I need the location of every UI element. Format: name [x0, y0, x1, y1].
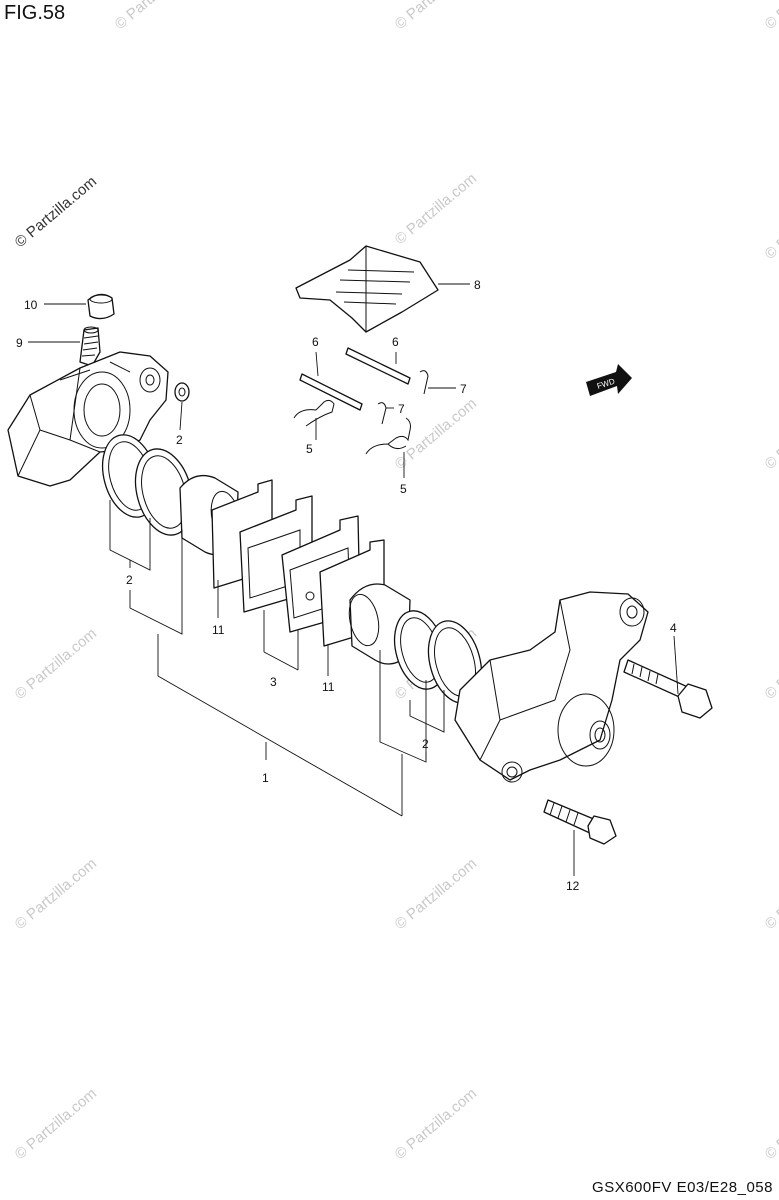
leader-lines [28, 283, 679, 876]
caliper-half-inner[interactable] [454, 591, 649, 783]
part-6-pad-pin-left[interactable] [299, 373, 363, 411]
callout-labels: 10 9 2 8 6 6 7 7 5 5 2 11 3 11 4 2 1 12 [16, 278, 677, 893]
watermark: © Partzilla.com [12, 855, 100, 933]
watermark: © Partzilla.com [762, 1085, 779, 1163]
watermark: © Partzilla.com [392, 1085, 480, 1163]
part-8-pad-spring[interactable] [295, 245, 439, 333]
part-12-mounting-bolt[interactable] [543, 799, 617, 845]
watermark: © Partzilla.com [762, 395, 779, 473]
watermark: © Partzilla.com [762, 855, 779, 933]
callout-1[interactable]: 1 [262, 771, 269, 785]
part-10-bleeder-cap[interactable] [87, 293, 115, 320]
figure-title: FIG.58 [4, 2, 66, 24]
watermark: © Partzilla.com [12, 1085, 100, 1163]
watermark: © Partzilla.com [112, 0, 200, 33]
callout-6-left[interactable]: 6 [312, 335, 319, 349]
callout-2-right[interactable]: 2 [422, 737, 429, 751]
callout-3[interactable]: 3 [270, 675, 277, 689]
callout-5-right[interactable]: 5 [400, 482, 407, 496]
callout-8[interactable]: 8 [474, 278, 481, 292]
caliper-half-outer[interactable] [7, 351, 169, 487]
part-9-bleeder-valve[interactable] [79, 326, 101, 367]
callout-2-seal[interactable]: 2 [176, 433, 183, 447]
callout-4[interactable]: 4 [670, 621, 677, 635]
watermark: © Partzilla.com [762, 625, 779, 703]
callout-11-left[interactable]: 11 [212, 623, 225, 637]
part-2-small-seal[interactable] [174, 382, 190, 402]
callout-6-right[interactable]: 6 [392, 335, 399, 349]
forward-arrow-badge: FWD [586, 364, 632, 396]
watermark: © Partzilla.com [392, 855, 480, 933]
callout-7-lower[interactable]: 7 [398, 402, 405, 416]
part-5-spring-right[interactable] [365, 417, 411, 455]
callout-11-right[interactable]: 11 [322, 680, 335, 694]
watermark: © Partzilla.com [392, 170, 480, 248]
callout-9[interactable]: 9 [16, 336, 23, 350]
part-5-spring-left[interactable] [293, 399, 335, 427]
watermark: © Partzilla.com [762, 0, 779, 33]
watermark: © Partzilla.com [12, 625, 100, 703]
part-4-mounting-bolt[interactable] [623, 659, 713, 719]
watermark: © Partzilla.com [392, 0, 480, 33]
watermark-primary: © Partzilla.com [12, 173, 100, 251]
part-7-clip-upper[interactable] [419, 370, 429, 395]
part-7-clip-lower[interactable] [377, 402, 387, 425]
callout-5-left[interactable]: 5 [306, 442, 313, 456]
watermark: © Partzilla.com [392, 395, 480, 473]
callout-7-upper[interactable]: 7 [460, 382, 467, 396]
watermark: © Partzilla.com [762, 185, 779, 263]
callout-12[interactable]: 12 [566, 879, 580, 893]
callout-10[interactable]: 10 [24, 298, 38, 312]
figure-code: GSX600FV E03/E28_058 [592, 1179, 773, 1196]
part-6-pad-pin-right[interactable] [345, 347, 411, 385]
callout-2-left[interactable]: 2 [126, 573, 133, 587]
